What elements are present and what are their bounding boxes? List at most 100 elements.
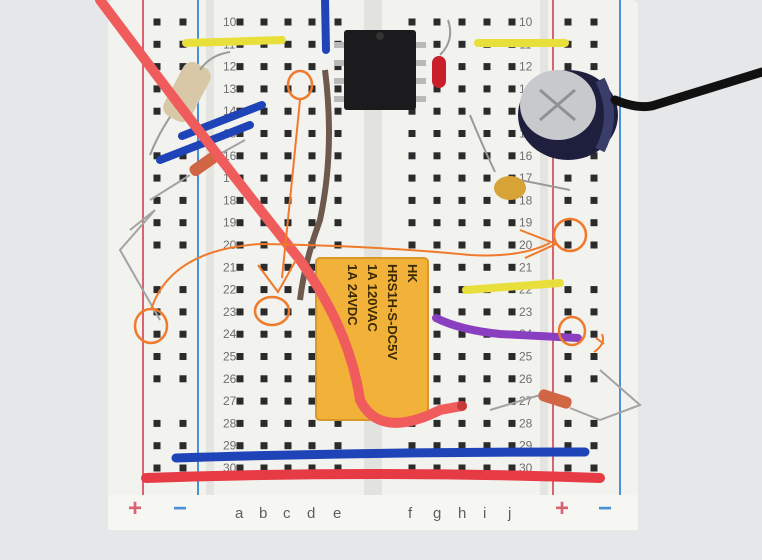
ceramic-capacitor xyxy=(469,114,571,200)
row-number-right: 28 xyxy=(519,416,533,430)
breadboard-hole xyxy=(308,174,316,182)
breadboard-hole xyxy=(483,464,491,472)
breadboard-hole xyxy=(408,464,416,472)
breadboard-hole xyxy=(564,219,572,227)
breadboard-hole xyxy=(408,107,416,115)
breadboard-hole xyxy=(483,18,491,26)
breadboard-hole xyxy=(433,442,441,450)
breadboard-hole xyxy=(179,330,187,338)
breadboard-hole xyxy=(153,375,161,383)
breadboard-hole xyxy=(308,18,316,26)
breadboard-hole xyxy=(564,308,572,316)
annotation-circle-2 xyxy=(253,295,291,327)
breadboard-hole xyxy=(458,174,466,182)
breadboard-hole xyxy=(334,442,342,450)
breadboard-hole xyxy=(260,174,268,182)
breadboard-hole xyxy=(483,130,491,137)
breadboard-hole xyxy=(458,286,466,294)
black-wire xyxy=(610,67,762,112)
breadboard-hole xyxy=(483,263,491,271)
breadboard-hole xyxy=(408,219,416,227)
breadboard-hole xyxy=(284,196,292,204)
breadboard-hole xyxy=(564,286,572,294)
breadboard-hole xyxy=(334,241,342,249)
red-rail-jumper xyxy=(141,469,605,483)
breadboard-hole xyxy=(284,286,292,294)
breadboard-hole xyxy=(408,174,416,182)
breadboard-hole xyxy=(508,63,516,71)
breadboard-hole xyxy=(308,130,316,137)
breadboard-hole xyxy=(153,442,161,450)
row-number-right: 20 xyxy=(519,238,533,252)
breadboard-hole xyxy=(308,353,316,360)
breadboard-hole xyxy=(236,196,244,204)
breadboard-hole xyxy=(260,353,268,360)
row-number-left: 23 xyxy=(223,305,237,319)
breadboard-hole xyxy=(483,85,491,93)
breadboard-hole xyxy=(458,85,466,93)
breadboard-hole xyxy=(260,152,268,160)
breadboard-hole xyxy=(153,464,161,472)
breadboard-hole xyxy=(179,308,187,316)
breadboard-hole xyxy=(458,196,466,204)
breadboard-hole xyxy=(236,152,244,160)
breadboard-hole xyxy=(308,308,316,316)
breadboard-hole xyxy=(334,219,342,227)
breadboard-hole xyxy=(508,419,516,427)
breadboard-hole xyxy=(334,464,342,472)
right-rail-minus: − xyxy=(598,495,612,522)
breadboard-hole xyxy=(483,63,491,71)
left-rail-plus: + xyxy=(128,495,142,522)
breadboard-hole xyxy=(483,196,491,204)
breadboard-hole xyxy=(458,263,466,271)
breadboard-hole xyxy=(308,442,316,450)
breadboard-hole xyxy=(564,464,572,472)
breadboard-hole xyxy=(260,464,268,472)
breadboard-hole xyxy=(508,85,516,93)
breadboard-hole xyxy=(408,196,416,204)
breadboard-hole xyxy=(260,397,268,405)
breadboard-hole xyxy=(284,107,292,115)
breadboard-hole xyxy=(433,286,441,294)
breadboard-hole xyxy=(433,174,441,182)
row-number-right: 21 xyxy=(519,260,533,274)
left-rail-minus: − xyxy=(173,495,187,522)
breadboard-hole xyxy=(433,330,441,338)
breadboard-hole xyxy=(508,241,516,249)
row-number-right: 18 xyxy=(519,193,533,207)
breadboard-hole xyxy=(458,241,466,249)
breadboard-hole xyxy=(458,18,466,26)
breadboard-hole xyxy=(408,241,416,249)
breadboard-hole xyxy=(334,196,342,204)
right-rail-plus: + xyxy=(555,495,569,522)
breadboard-hole xyxy=(508,308,516,316)
breadboard-hole xyxy=(433,375,441,383)
row-number-right: 23 xyxy=(519,305,533,319)
breadboard-hole xyxy=(308,152,316,160)
breadboard-hole xyxy=(236,419,244,427)
breadboard-hole xyxy=(260,196,268,204)
breadboard-hole xyxy=(308,375,316,383)
breadboard-hole xyxy=(458,107,466,115)
row-number-left: 10 xyxy=(223,15,237,29)
bottom-label-strip xyxy=(108,495,638,530)
row-number-right: 19 xyxy=(519,216,533,230)
row-number-right: 12 xyxy=(519,60,533,74)
breadboard-hole xyxy=(153,63,161,71)
row-number-left: 12 xyxy=(223,60,237,74)
breadboard-hole xyxy=(153,286,161,294)
orange-annotations xyxy=(133,69,605,353)
breadboard-hole xyxy=(153,308,161,316)
breadboard-hole xyxy=(153,85,161,93)
breadboard-hole xyxy=(564,442,572,450)
breadboard-hole xyxy=(564,419,572,427)
breadboard-hole xyxy=(236,308,244,316)
breadboard-hole xyxy=(179,375,187,383)
breadboard-hole xyxy=(260,63,268,71)
annotation-squiggle xyxy=(593,333,605,353)
relay-rating-ac: 1A 120VAC xyxy=(365,264,380,333)
breadboard-hole xyxy=(483,241,491,249)
breadboard-hole xyxy=(458,375,466,383)
breadboard-hole xyxy=(334,174,342,182)
breadboard-hole xyxy=(179,419,187,427)
